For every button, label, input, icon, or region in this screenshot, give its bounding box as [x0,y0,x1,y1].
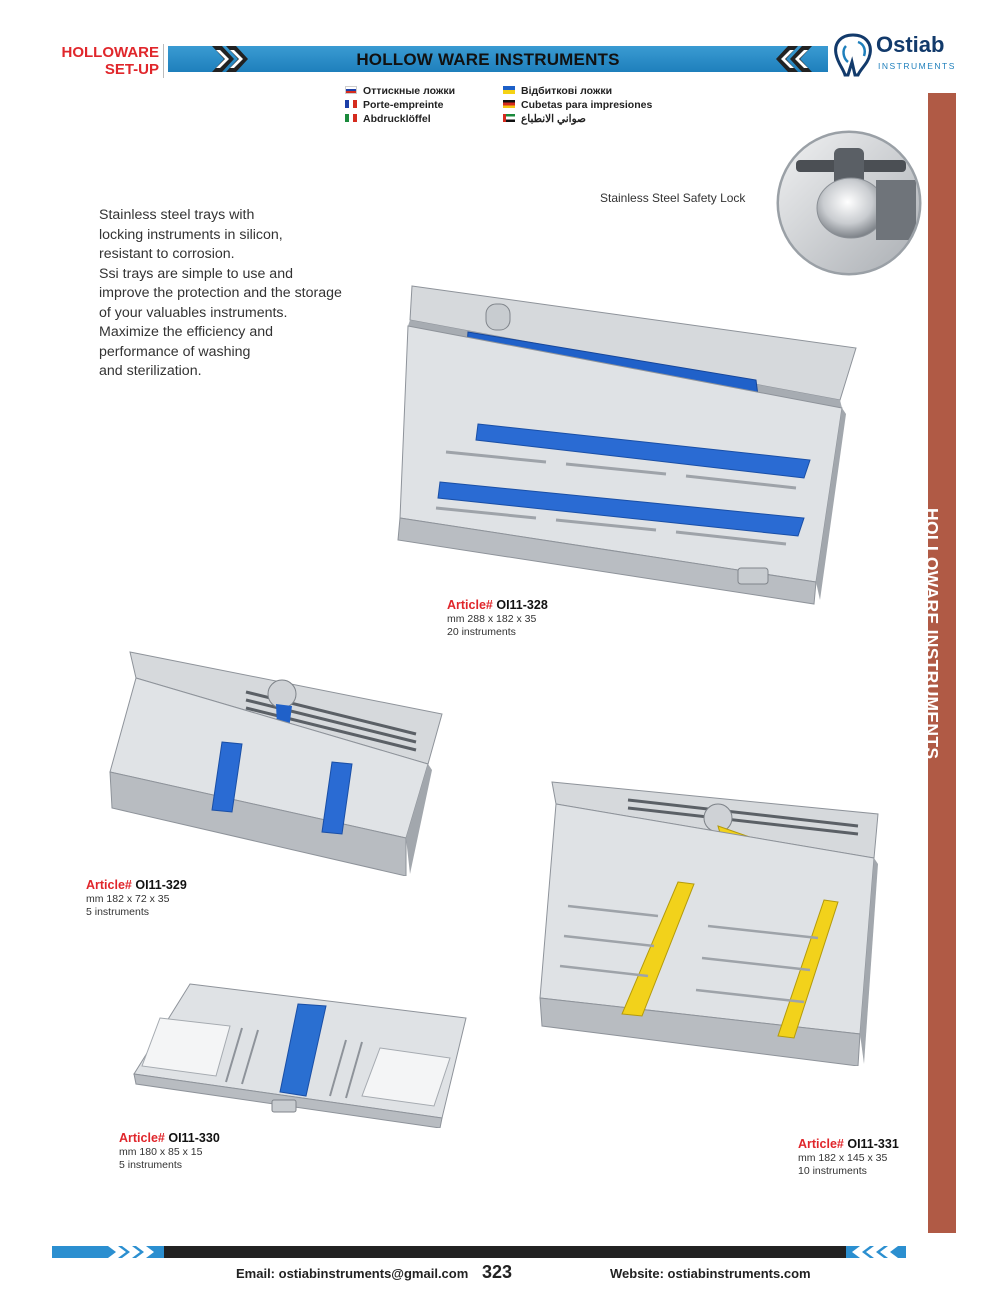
language-item: Abdrucklöffel [345,112,431,126]
description-line: locking instruments in silicon, [99,226,283,243]
language-text: Відбиткові ложки [521,85,613,97]
language-text: صواني الانطباع [521,113,586,125]
section-tag: HOLLOWARE SET-UP [52,44,164,78]
language-item: Porte-empreinte [345,98,444,112]
tray-oi11-329-image [109,651,443,876]
article-count: 5 instruments [86,905,150,918]
tray-oi11-328-image [397,285,857,605]
article-size: mm 182 x 145 x 35 [798,1152,888,1164]
france-flag-icon [345,100,357,109]
article-prefix: Article# [447,598,493,612]
footer-chevron-right-icon [52,1246,164,1258]
description-line: of your valuables instruments. [99,304,288,321]
article-size: mm 288 x 182 x 35 [447,613,537,625]
logo-name: Ostiab [876,32,945,57]
language-text: Оттискные ложки [363,85,456,97]
lock-label: Stainless Steel Safety Lock [600,191,746,205]
side-bar [928,93,956,1233]
article-size: mm 182 x 72 x 35 [86,893,170,905]
tray-oi11-330-image [133,983,467,1128]
footer-website[interactable]: Website: ostiabinstruments.com [610,1266,811,1281]
language-text: Abdrucklöffel [363,113,431,125]
side-label: HOLLOWARE INSTRUMENTS [922,508,942,760]
article-oi11-328: Article# OI11-328 mm 288 x 182 x 35 20 i… [447,598,548,638]
safety-lock-closeup-image [776,130,922,276]
page-number: 323 [482,1262,513,1282]
description-line: Stainless steel trays with [99,207,255,223]
russia-flag-icon [345,86,357,95]
language-item: Відбиткові ложки [503,84,612,98]
language-item: Оттискные ложки [345,84,455,98]
description-line: and sterilization. [99,363,202,379]
article-count: 20 instruments [447,625,516,638]
logo-subtitle: INSTRUMENTS [878,61,956,71]
article-code: OI11-331 [847,1137,899,1151]
article-oi11-329: Article# OI11-329 mm 182 x 72 x 35 5 ins… [86,878,187,918]
article-oi11-331: Article# OI11-331 mm 182 x 145 x 35 10 i… [798,1137,899,1177]
tray-oi11-331-image [539,781,879,1066]
language-item: صواني الانطباع [503,112,586,126]
article-count: 10 instruments [798,1164,867,1177]
article-title: Article# OI11-329 [86,878,187,893]
footer-bar [52,1246,904,1258]
header-bar: HOLLOW WARE INSTRUMENTS [168,46,828,72]
language-text: Porte-empreinte [363,99,444,111]
product-description: Stainless steel trays with locking instr… [99,206,399,382]
description-line: resistant to corrosion. [99,246,235,262]
brand-logo: Ostiab INSTRUMENTS [832,28,964,82]
tooth-logo-icon [834,33,872,77]
article-code: OI11-330 [168,1131,220,1145]
chevron-left-icon [776,46,812,72]
footer-email[interactable]: Email: ostiabinstruments@gmail.com [236,1266,469,1281]
article-size: mm 180 x 85 x 15 [119,1146,203,1158]
description-line: Ssi trays are simple to use and [99,265,293,282]
article-prefix: Article# [86,878,132,892]
article-title: Article# OI11-330 [119,1131,220,1146]
article-code: OI11-329 [135,878,187,892]
article-prefix: Article# [119,1131,165,1145]
article-title: Article# OI11-331 [798,1137,899,1152]
article-title: Article# OI11-328 [447,598,548,613]
description-line: Maximize the efficiency and [99,324,274,340]
chevron-right-icon [212,46,248,72]
article-oi11-330: Article# OI11-330 mm 180 x 85 x 15 5 ins… [119,1131,220,1171]
footer-chevron-left-icon [846,1246,906,1258]
section-tag-line2: SET-UP [104,61,159,78]
description-line: performance of washing [99,343,251,360]
article-prefix: Article# [798,1137,844,1151]
language-text: Cubetas para impresiones [521,99,653,111]
article-count: 5 instruments [119,1158,183,1171]
description-line: improve the protection and the storage [99,285,342,301]
article-code: OI11-328 [496,598,548,612]
germany-flag-icon [503,100,515,109]
page-title: HOLLOW WARE INSTRUMENTS [356,50,620,69]
section-tag-line1: HOLLOWARE [61,44,160,61]
uae-flag-icon [503,114,515,123]
ukraine-flag-icon [503,86,515,95]
italy-flag-icon [345,114,357,123]
language-item: Cubetas para impresiones [503,98,652,112]
